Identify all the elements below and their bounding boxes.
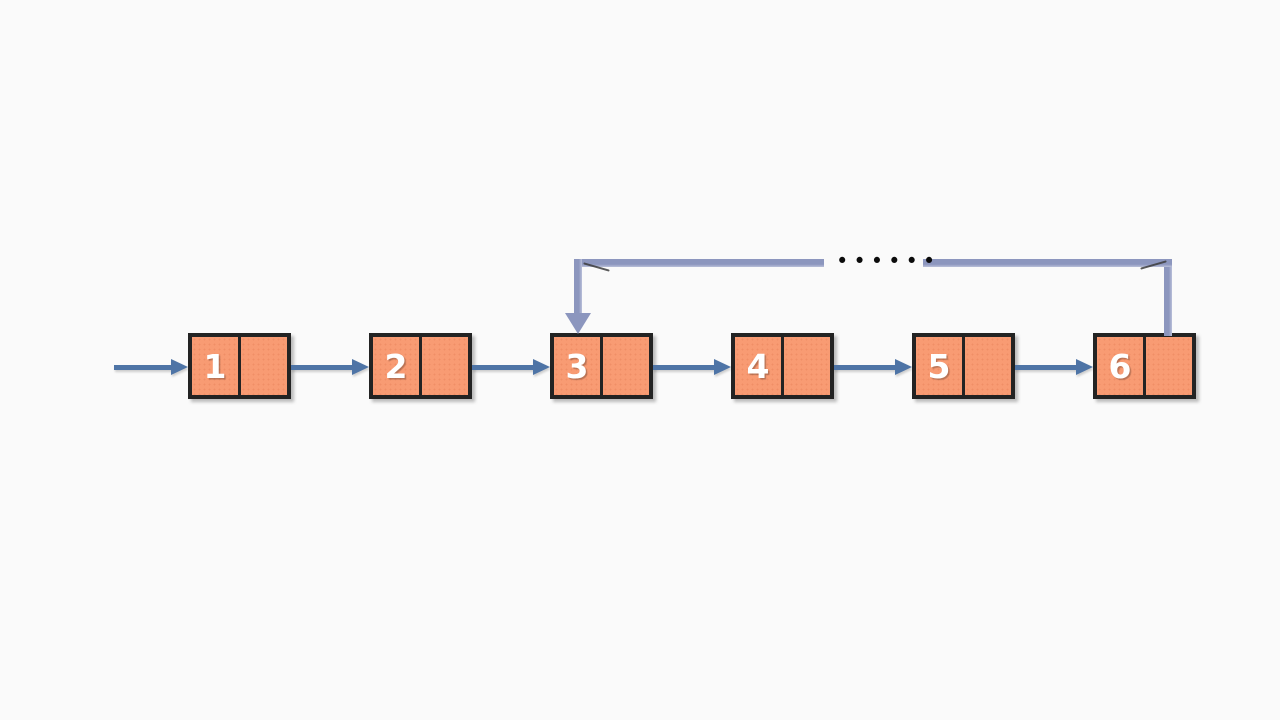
node-value-cell: 6 — [1097, 337, 1143, 395]
next-arrow-4-5 — [834, 359, 912, 375]
list-node-6: 6 — [1093, 333, 1196, 399]
cycle-arrow-segment-top-left — [574, 259, 824, 267]
head-arrow-shaft — [114, 364, 171, 370]
next-arrow-1-2 — [291, 359, 369, 375]
next-arrow-shaft — [834, 364, 895, 370]
ellipsis-dots: •••••• — [836, 249, 941, 273]
next-arrow-tip-icon — [352, 359, 369, 375]
node-pointer-cell — [603, 337, 649, 395]
node-pointer-cell — [784, 337, 830, 395]
cycle-arrow-tip-icon — [565, 313, 591, 334]
node-value: 4 — [746, 346, 770, 386]
node-value-cell: 4 — [735, 337, 781, 395]
node-value-cell: 2 — [373, 337, 419, 395]
next-arrow-tip-icon — [533, 359, 550, 375]
node-value: 3 — [565, 346, 589, 386]
node-value: 6 — [1108, 346, 1132, 386]
list-node-3: 3 — [550, 333, 653, 399]
list-node-2: 2 — [369, 333, 472, 399]
node-value: 5 — [927, 346, 951, 386]
node-value-cell: 1 — [192, 337, 238, 395]
list-node-5: 5 — [912, 333, 1015, 399]
head-arrow — [114, 359, 188, 375]
node-value: 2 — [384, 346, 408, 386]
next-arrow-2-3 — [472, 359, 550, 375]
cycle-arrow-segment-down — [574, 259, 582, 314]
node-pointer-cell — [422, 337, 468, 395]
next-arrow-3-4 — [653, 359, 731, 375]
node-pointer-cell — [1146, 337, 1192, 395]
list-node-4: 4 — [731, 333, 834, 399]
next-arrow-tip-icon — [895, 359, 912, 375]
cycle-arrow-segment-up — [1164, 259, 1172, 336]
next-arrow-shaft — [653, 364, 714, 370]
next-arrow-shaft — [291, 364, 352, 370]
next-arrow-shaft — [472, 364, 533, 370]
head-arrow-tip-icon — [171, 359, 188, 375]
cycle-arrow-segment-top-right — [923, 259, 1172, 267]
next-arrow-tip-icon — [1076, 359, 1093, 375]
next-arrow-tip-icon — [714, 359, 731, 375]
list-node-1: 1 — [188, 333, 291, 399]
node-value-cell: 3 — [554, 337, 600, 395]
node-value: 1 — [203, 346, 227, 386]
node-value-cell: 5 — [916, 337, 962, 395]
next-arrow-5-6 — [1015, 359, 1093, 375]
node-pointer-cell — [965, 337, 1011, 395]
node-pointer-cell — [241, 337, 287, 395]
next-arrow-shaft — [1015, 364, 1076, 370]
